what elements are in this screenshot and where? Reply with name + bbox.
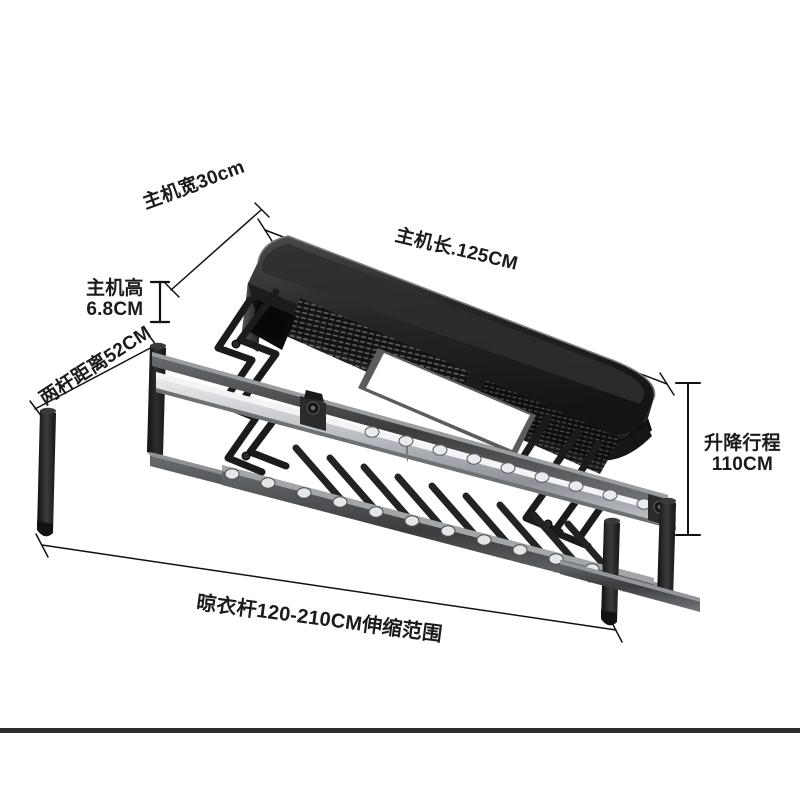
dimension-label-host-height-line1: 主机高	[86, 278, 144, 299]
hanger-hook-knobs-upper	[364, 426, 652, 510]
dimension-label-lift-travel-line2: 110CM	[711, 454, 773, 476]
end-post-left-rear	[147, 342, 166, 458]
dimension-label-lift-travel-line1: 升降行程	[704, 433, 781, 454]
end-post-left-front	[37, 407, 56, 537]
bottom-edge-bar	[0, 728, 800, 733]
led-light-panel	[358, 348, 536, 456]
drying-rod-rear-extension	[560, 560, 700, 612]
dimension-label-host-height-line2: 6.8CM	[86, 299, 144, 321]
drying-rod-front-lower	[222, 465, 654, 598]
dimension-label-host-height: 主机高 6.8CM	[86, 278, 144, 321]
dimline-lift-travel	[675, 382, 701, 536]
dimline-host-height	[149, 280, 171, 324]
drying-rod-rear-upper	[152, 352, 668, 509]
end-post-right-front	[601, 517, 620, 626]
dimension-label-lift-travel: 升降行程 110CM	[704, 433, 781, 476]
rod-coupler-joint	[300, 390, 326, 431]
end-post-right-rear	[657, 497, 676, 600]
dimline-host-width	[164, 202, 270, 298]
